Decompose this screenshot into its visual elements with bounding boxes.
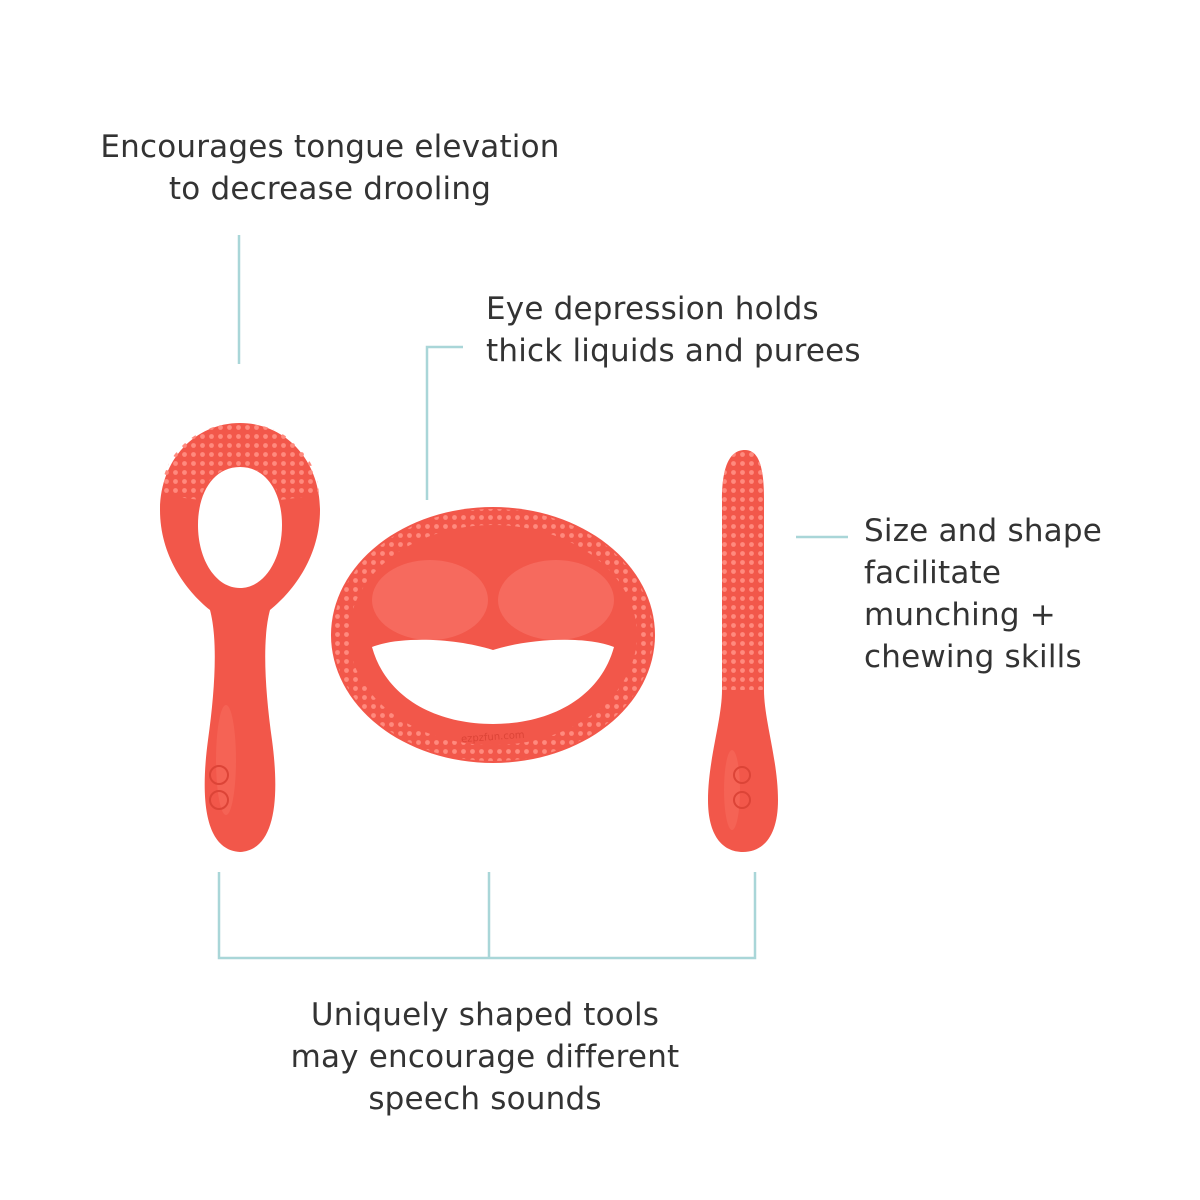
callout-tongue-elevation: Encourages tongue elevation to decrease … [40, 126, 620, 210]
callout-tongue-line1: Encourages tongue elevation [100, 129, 560, 165]
callout-tools-line3: speech sounds [368, 1081, 602, 1117]
oval-tool-body [331, 507, 655, 763]
callout-eye-line1: Eye depression holds [486, 291, 819, 327]
callout-tools-line1: Uniquely shaped tools [310, 997, 660, 1033]
connector-lines [217, 235, 848, 960]
callout-eye-line2: thick liquids and purees [486, 333, 861, 369]
callout-tongue-line2: to decrease drooling [168, 171, 492, 207]
oval-tool-nub-ring [333, 509, 653, 761]
callout-size-line1: Size and shape [864, 513, 1103, 549]
stick-tool-nubs [722, 450, 764, 690]
oval-tool-eye-left [372, 560, 488, 640]
stick-tool [708, 450, 778, 852]
oval-tool-mouth-opening [372, 639, 614, 724]
loop-tool [160, 423, 320, 852]
stick-tool-highlight [724, 750, 740, 830]
oval-tool: ezpzfun.com [331, 507, 655, 763]
callout-size-line2: facilitate [864, 555, 1002, 591]
oval-tool-eye-right [498, 560, 614, 640]
callout-size-shape: Size and shape facilitate munching + che… [864, 510, 1102, 678]
callout-shaped-tools: Uniquely shaped tools may encourage diff… [230, 994, 740, 1120]
connector-tools-bracket [217, 872, 757, 960]
oval-tool-imprint: ezpzfun.com [461, 730, 525, 745]
callout-tools-line2: may encourage different [290, 1039, 680, 1075]
callout-size-line4: chewing skills [864, 639, 1082, 675]
callout-eye-depression: Eye depression holds thick liquids and p… [486, 288, 861, 372]
loop-tool-logo [209, 765, 229, 810]
callout-size-line3: munching + [864, 597, 1056, 633]
loop-tool-body [160, 423, 320, 852]
stick-tool-logo [733, 766, 751, 809]
loop-tool-nubs [161, 423, 319, 500]
connector-eye [425, 345, 463, 500]
loop-tool-highlight [216, 705, 236, 815]
